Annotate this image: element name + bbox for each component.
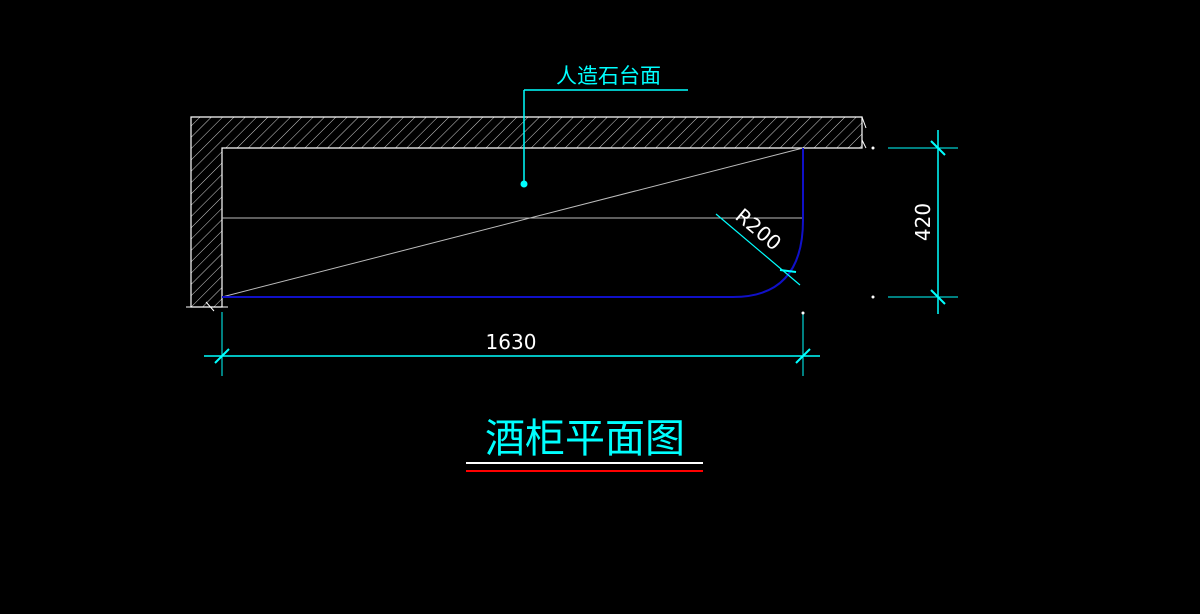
width-label: 1630 (486, 330, 537, 354)
width-dimension: 1630 (204, 312, 820, 376)
radius-label: R200 (731, 203, 786, 255)
guide-lines (221, 147, 804, 298)
radius-dimension: R200 (715, 203, 801, 286)
countertop-outline (222, 148, 804, 298)
material-leader: 人造石台面 (520, 64, 688, 188)
radius-line (715, 213, 801, 286)
drawing-title: 酒柜平面图 (466, 416, 703, 472)
depth-tick-top (930, 140, 946, 156)
depth-tick-bottom (930, 289, 946, 305)
depth-label: 420 (911, 203, 935, 241)
depth-dimension: 420 (801, 130, 958, 315)
wall-end-mark (861, 139, 867, 149)
title-text: 酒柜平面图 (485, 416, 685, 462)
radius-tick (779, 269, 797, 273)
depth-marker-dot (871, 295, 875, 299)
material-label: 人造石台面 (556, 64, 661, 88)
wall-end-mark (861, 116, 867, 129)
width-tick-right (795, 348, 811, 364)
wall-bottom-tick (205, 301, 215, 312)
diagonal-guide-line (221, 147, 804, 298)
wall-hatch (190, 116, 863, 308)
wall-section (186, 116, 867, 312)
depth-marker-dot (871, 146, 875, 150)
width-tick-left (214, 348, 230, 364)
width-marker-dot (801, 311, 805, 315)
